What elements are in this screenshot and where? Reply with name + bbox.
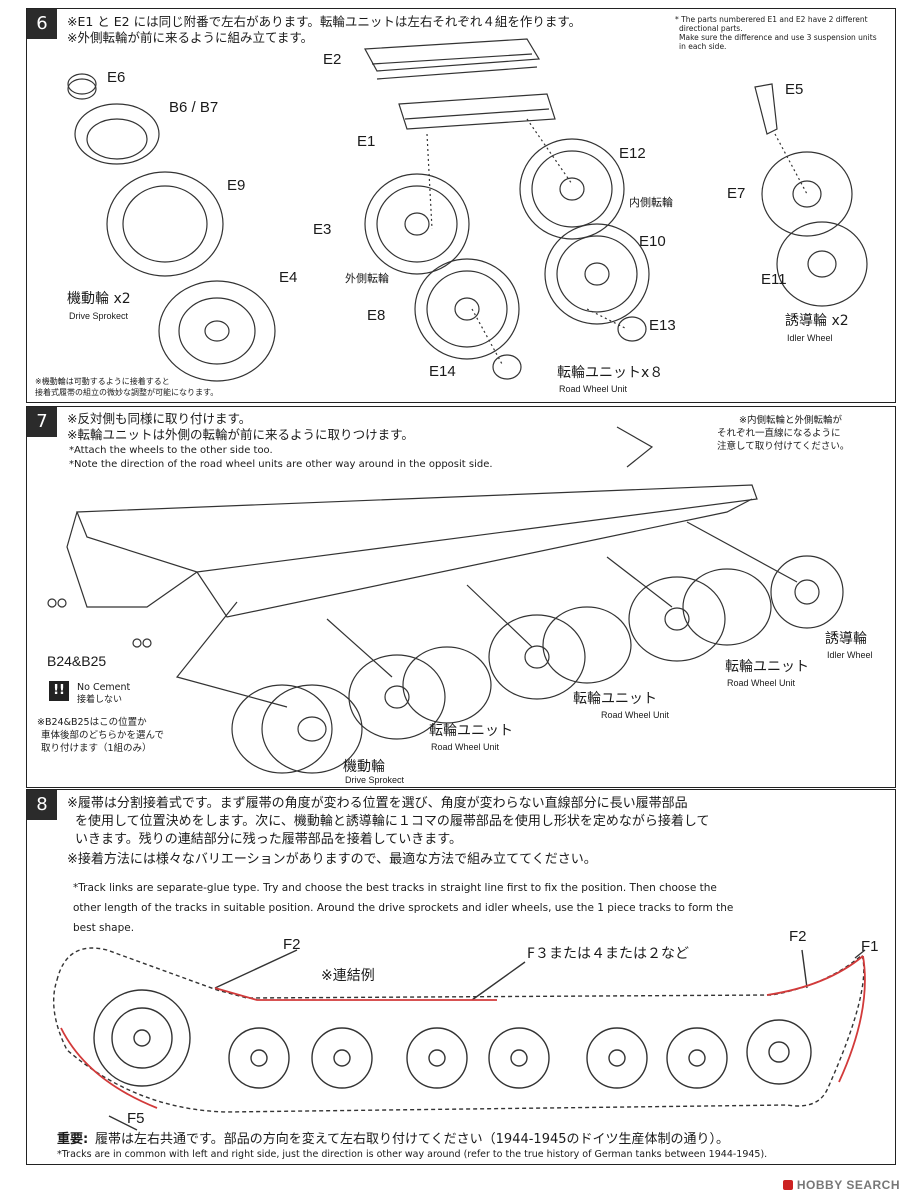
logo-icon — [782, 1180, 793, 1190]
label-e12: E12 — [619, 145, 646, 162]
road-unit-label-jp-2: 転輪ユニット — [573, 691, 657, 707]
label-e10: E10 — [639, 233, 666, 250]
step6-note-en-1: * The parts numberered E1 and E2 have 2 … — [675, 15, 868, 24]
label-outer-wheel: 外側転輪 — [345, 272, 389, 285]
step8-en-3: best shape. — [73, 922, 135, 934]
road-unit-label-jp-1: 転輪ユニット — [725, 659, 809, 675]
road-unit-label-en-3: Road Wheel Unit — [431, 742, 500, 752]
track-f3-note: F３または４または２など — [527, 946, 690, 962]
label-b6b7: B6 / B7 — [169, 99, 219, 116]
step8-en-2: other length of the tracks in suitable p… — [73, 902, 734, 914]
step-8-panel: 8 ※履帯は分割接着式です。まず履帯の角度が変わる位置を選び、角度が変わらない直… — [26, 789, 896, 1165]
step7-note-en-1: *Attach the wheels to the other side too… — [69, 445, 273, 456]
track-f5: F5 — [127, 1110, 145, 1127]
road-unit-label-jp-3: 転輪ユニット — [429, 723, 513, 739]
step-7-panel: 7 ※反対側も同様に取り付けます。 ※転輪ユニットは外側の転輪が前に来るように取… — [26, 406, 896, 788]
step6-note-en-3: Make sure the difference and use 3 suspe… — [679, 33, 877, 42]
step6-bottom-note-2: 接着式履帯の組立の微妙な調整が可能になります。 — [35, 388, 219, 397]
label-e9: E9 — [227, 177, 246, 194]
b24-label: B24&B25 — [47, 653, 107, 669]
step6-note-en-2: directional parts. — [679, 24, 743, 33]
idler-label-en: Idler Wheel — [827, 650, 873, 660]
road-unit-label-en-1: Road Wheel Unit — [727, 678, 796, 688]
label-e5: E5 — [785, 81, 804, 98]
track-f2-left: F2 — [283, 936, 301, 953]
step8-jp-4: ※接着方法には様々なバリエーションがありますので、最適な方法で組み立ててください… — [67, 852, 597, 867]
step-number: 6 — [27, 9, 57, 39]
track-f1: F1 — [861, 938, 879, 955]
road-unit-label-jp: 転輪ユニットx８ — [557, 365, 664, 381]
label-inner-wheel: 内側転輪 — [629, 196, 673, 209]
label-e11: E11 — [761, 271, 787, 288]
step7-right-note-3: 注意して取り付けてください。 — [717, 441, 850, 452]
step8-track-illustration — [52, 947, 866, 1131]
important-jp: 履帯は左右共通です。部品の方向を変えて左右取り付けてください（1944-1945… — [95, 1132, 730, 1147]
watermark-logo: HOBBY SEARCH — [782, 1178, 900, 1192]
b24-note-2: 車体後部のどちらかを選んで — [41, 730, 165, 741]
step8-jp-1: ※履帯は分割接着式です。まず履帯の角度が変わる位置を選び、角度が変わらない直線部… — [67, 796, 688, 811]
sprocket-label-jp: 機動輪 x2 — [67, 291, 131, 307]
step-6-panel: 6 ※E1 と E2 には同じ附番で左右があります。転輪ユニットは左右それぞれ４… — [26, 8, 896, 403]
step6-illustration — [67, 38, 868, 382]
label-e14: E14 — [429, 363, 456, 380]
track-f2-right: F2 — [789, 928, 807, 945]
label-e8: E8 — [367, 307, 386, 324]
step-number: 8 — [27, 790, 57, 820]
idler-label-jp: 誘導輪 x2 — [785, 313, 849, 329]
sprocket-label-en: Drive Sprokect — [69, 311, 129, 321]
step7-right-note-1: ※内側転輪と外側転輪が — [739, 415, 842, 426]
step-number: 7 — [27, 407, 57, 437]
step8-jp-2: を使用して位置決めをします。次に、機動輪と誘導輪に１コマの履帯部品を使用し形状を… — [75, 814, 710, 829]
watermark-text: HOBBY SEARCH — [796, 1178, 900, 1192]
label-e4: E4 — [279, 269, 298, 286]
no-cement-warning-icon: !! — [49, 681, 69, 701]
no-cement-jp: 接着しない — [77, 695, 123, 705]
road-unit-label-en: Road Wheel Unit — [559, 384, 628, 394]
step8-en-1: *Track links are separate-glue type. Try… — [73, 882, 717, 894]
no-cement-en: No Cement — [77, 682, 131, 693]
step7-right-note-2: それぞれ一直線になるように — [717, 428, 841, 439]
sprocket-label-jp: 機動輪 — [343, 759, 385, 775]
example-label: ※連結例 — [321, 968, 375, 984]
step6-note-jp-2: ※外側転輪が前に来るように組み立てます。 — [67, 30, 314, 45]
step7-note-jp-2: ※転輪ユニットは外側の転輪が前に来るように取りつけます。 — [67, 427, 414, 442]
label-e6: E6 — [107, 69, 126, 86]
label-e7: E7 — [727, 185, 746, 202]
step7-note-jp-1: ※反対側も同様に取り付けます。 — [67, 411, 252, 426]
label-e2: E2 — [323, 51, 342, 68]
step7-note-en-2: *Note the direction of the road wheel un… — [69, 459, 493, 470]
label-e13: E13 — [649, 317, 676, 334]
label-e3: E3 — [313, 221, 332, 238]
sprocket-label-en: Drive Sprokect — [345, 775, 405, 785]
idler-label-jp: 誘導輪 — [825, 631, 867, 647]
important-label: 重要: — [57, 1132, 89, 1147]
road-unit-label-en-2: Road Wheel Unit — [601, 710, 670, 720]
important-en: *Tracks are in common with left and righ… — [57, 1149, 768, 1160]
idler-label-en: Idler Wheel — [787, 333, 833, 343]
step6-note-jp-1: ※E1 と E2 には同じ附番で左右があります。転輪ユニットは左右それぞれ４組を… — [67, 14, 582, 29]
step8-jp-3: いきます。残りの連結部分に残った履帯部品を接着していきます。 — [75, 832, 463, 847]
label-e1: E1 — [357, 133, 376, 150]
b24-note-1: ※B24&B25はこの位置か — [37, 717, 147, 728]
step6-bottom-note-1: ※機動輪は可動するように接着すると — [35, 377, 170, 386]
step6-note-en-4: in each side. — [679, 42, 727, 51]
b24-note-3: 取り付けます（1組のみ） — [41, 743, 152, 754]
step7-hull-illustration — [47, 426, 844, 774]
